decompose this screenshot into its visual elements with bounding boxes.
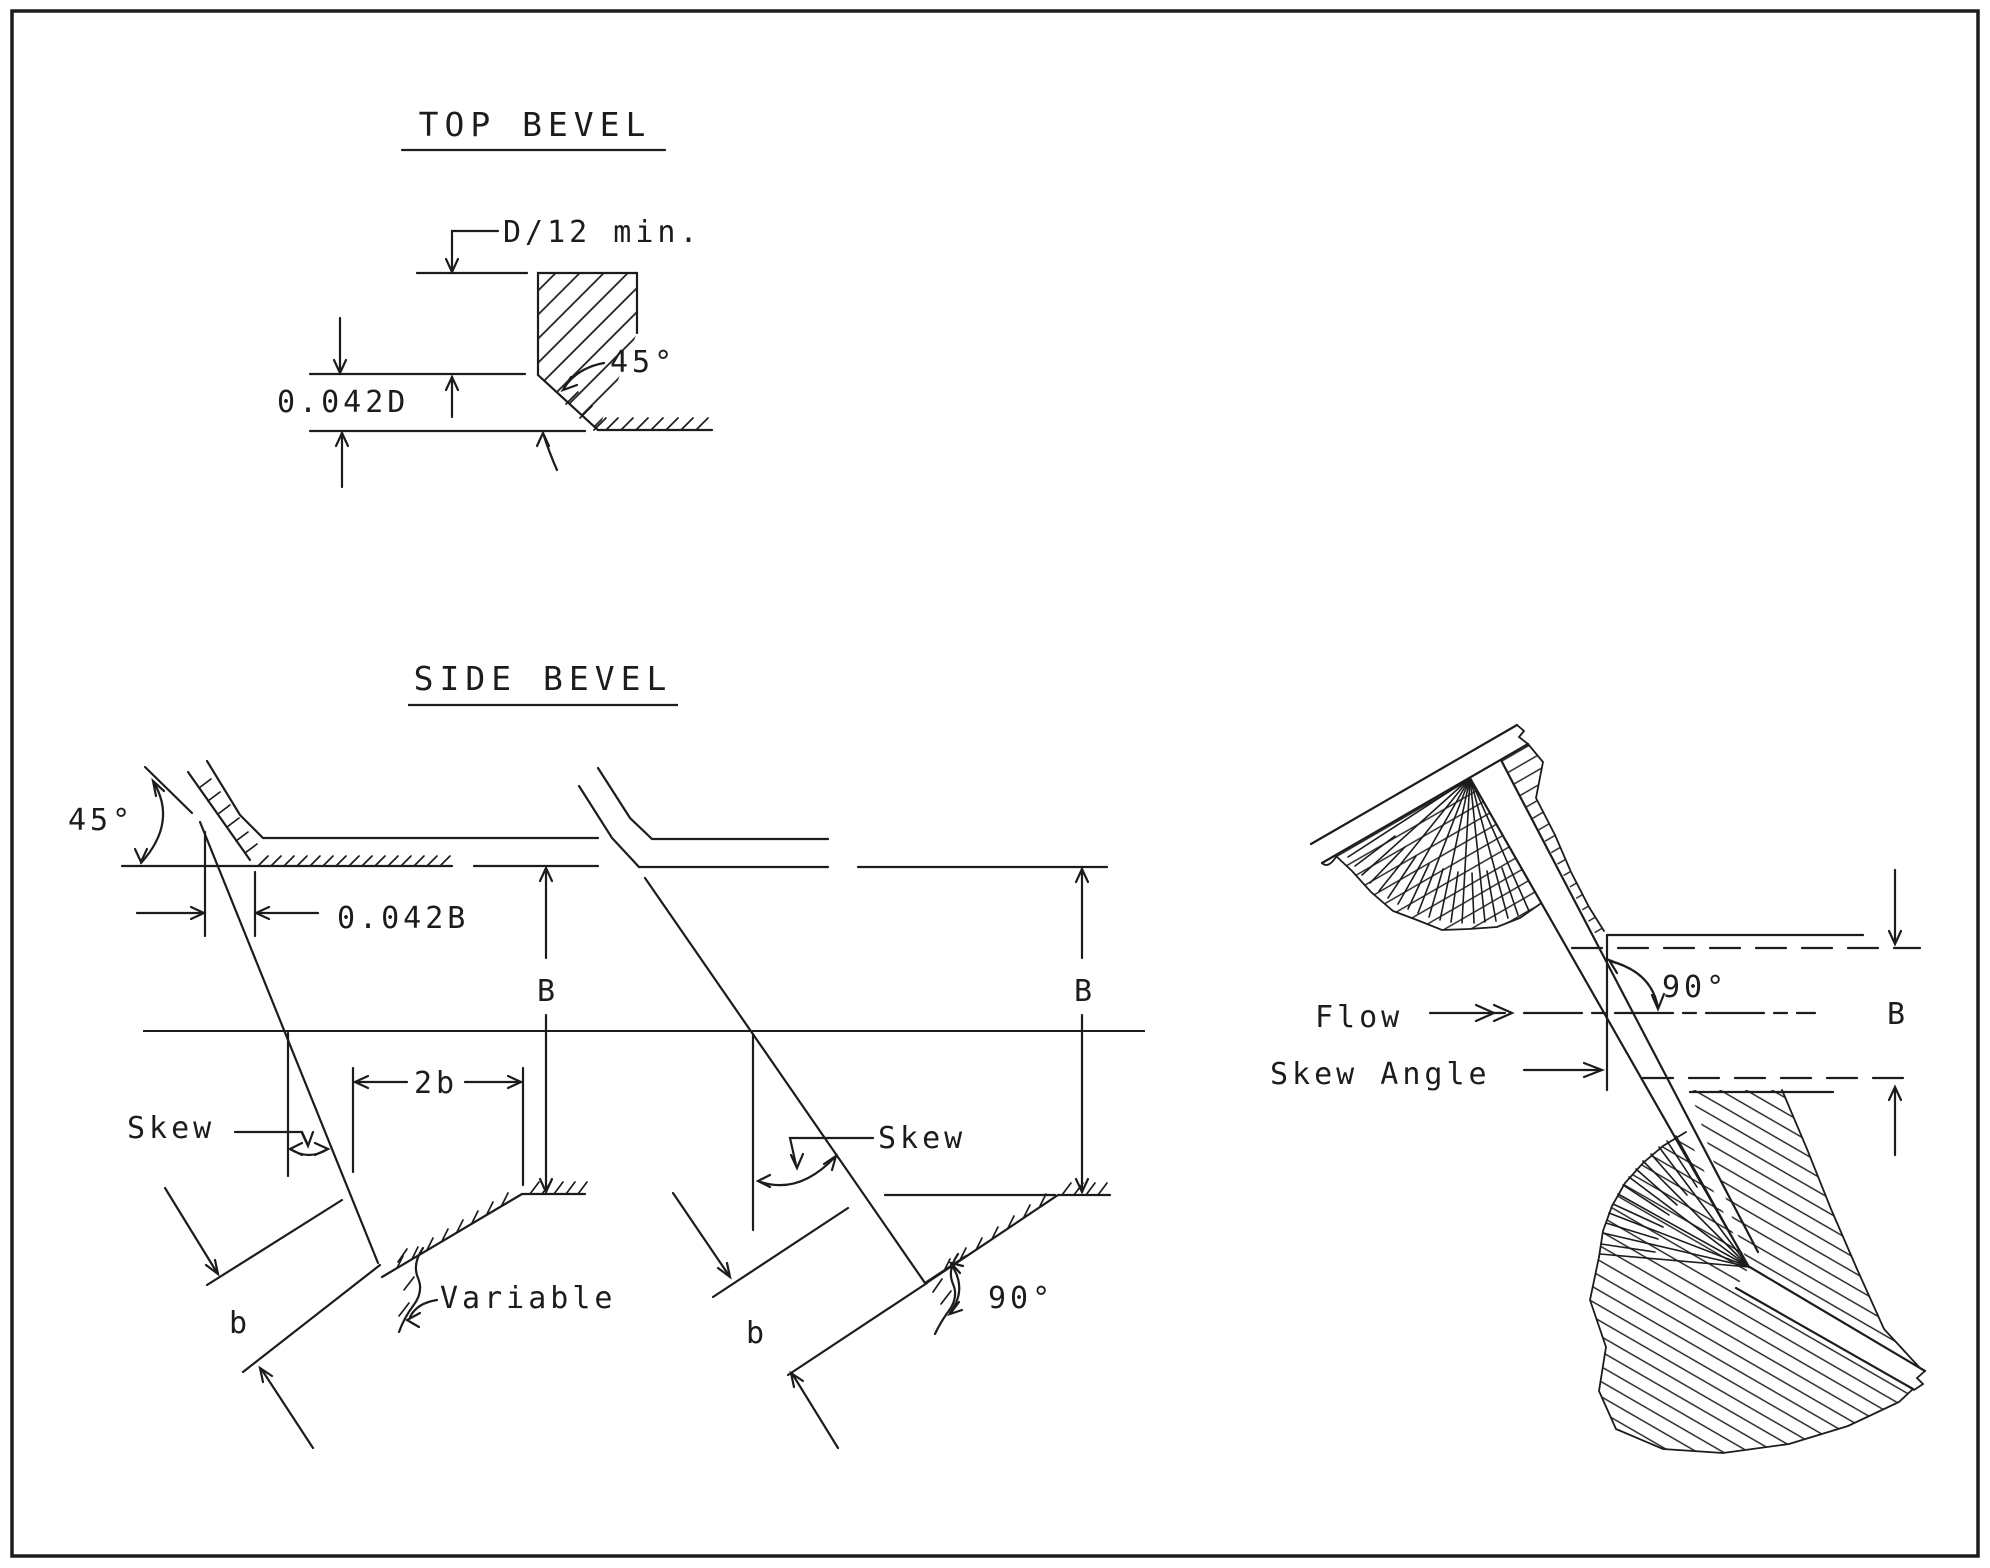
torn-edge — [1589, 1256, 1914, 1454]
left-b-label: b — [229, 1306, 251, 1341]
embankment-slope — [380, 1192, 587, 1279]
downstream-left-embankment — [1590, 1132, 1913, 1453]
arrow-up-icon — [538, 865, 554, 883]
arrow-icon — [716, 1261, 732, 1280]
arrow-icon — [258, 1365, 274, 1384]
arrow-down-icon — [332, 358, 348, 376]
arrow-down-icon — [133, 847, 149, 865]
barrel-wall-right — [1499, 758, 1760, 1254]
arrow-icon — [822, 1153, 838, 1172]
arrow-icon — [947, 1300, 964, 1317]
arrow-down-icon — [1650, 992, 1666, 1012]
arrow-up-icon — [334, 430, 350, 448]
barrel-wall-left — [1468, 776, 1751, 1269]
break-line — [933, 1252, 960, 1336]
left-skew-label: Skew — [127, 1111, 215, 1146]
arrow-icon — [404, 1311, 422, 1329]
arrow-left-icon — [755, 1173, 772, 1189]
arrow-left-icon — [253, 905, 271, 921]
flow-label: Flow — [1315, 1000, 1403, 1035]
skew-angle-label: Skew Angle — [1270, 1057, 1491, 1092]
torn-edge — [1781, 1089, 1920, 1368]
arrow-down-icon — [789, 1152, 805, 1171]
plan-span-label: B — [1887, 997, 1909, 1032]
torn-edge — [1527, 743, 1605, 932]
break-line — [397, 1246, 425, 1334]
arrow-icon — [204, 1258, 220, 1277]
bevel-and-ground-line — [536, 373, 714, 432]
block-outline — [536, 271, 639, 377]
slope-ticks — [943, 1182, 1108, 1272]
dim-0042b-label: 0.042B — [337, 901, 469, 936]
embankment-slope — [926, 1193, 1112, 1284]
plan-view: Flow Skew Angle 90° B — [1270, 723, 1927, 1454]
upstream-right-embankment — [1501, 744, 1604, 937]
ground-ticks — [257, 855, 451, 867]
arrow-icon — [947, 1261, 965, 1275]
upstream-headwall-outer — [1309, 723, 1519, 846]
arrow-left-icon — [352, 1074, 370, 1090]
variable-label: Variable — [440, 1281, 617, 1316]
arrow-right-icon — [189, 905, 207, 921]
side-bevel-heading: SIDE BEVEL — [408, 659, 678, 707]
dim-0042d-label: 0.042D — [277, 385, 409, 420]
upstream-left-embankment — [1322, 778, 1540, 930]
bevel-face-ticks — [198, 778, 258, 854]
downstream-right-embankment — [1690, 1090, 1919, 1367]
arrow-icon — [1606, 957, 1624, 975]
middle-90-label: 90° — [988, 1281, 1054, 1316]
torn-edge — [1516, 724, 1529, 745]
plan-90-label: 90° — [1662, 970, 1728, 1005]
arrow-icon — [151, 777, 166, 798]
arrow-right-icon — [313, 1141, 331, 1157]
downstream-headwall-inner — [1746, 1264, 1927, 1373]
arrow-up-icon — [1074, 866, 1090, 884]
arrow-up-icon — [1887, 1084, 1903, 1102]
arrow-icon — [560, 375, 579, 393]
arrow-right-icon — [506, 1074, 524, 1090]
arrow-right-icon — [1582, 1061, 1606, 1079]
square-cut-edge — [923, 1254, 968, 1285]
sheet-border — [10, 9, 1980, 1558]
arrow-up-icon — [535, 430, 551, 448]
middle-skew-label: Skew — [878, 1121, 966, 1156]
arrow-up-icon — [444, 374, 460, 392]
side-bevel-title: SIDE BEVEL — [414, 659, 673, 698]
upstream-headwall-inner — [1320, 742, 1530, 865]
arrow-down-icon — [300, 1130, 315, 1149]
top-bevel-detail: TOP BEVEL D/12 min. 0.042D 45° — [277, 105, 714, 489]
top-bevel-title: TOP BEVEL — [419, 105, 652, 144]
wedge-ticks — [932, 1278, 952, 1305]
arrow-right-icon — [1492, 1003, 1515, 1023]
arrow-down-icon — [1887, 929, 1903, 947]
upstream-fan-edge — [1335, 855, 1541, 931]
wedge-ticks — [397, 1248, 415, 1317]
left-angle-45-label: 45° — [68, 803, 134, 838]
ground-hatch-ticks — [565, 391, 709, 431]
upstream-wingwall-fan — [1347, 777, 1530, 924]
middle-b-label: b — [746, 1316, 768, 1351]
left-span-label: B — [537, 974, 559, 1009]
dim-d12-label: D/12 min. — [503, 215, 702, 250]
downstream-wingwall-fan — [1599, 1135, 1750, 1268]
downstream-headwall-outer — [1734, 1286, 1915, 1391]
arrow-icon — [789, 1370, 805, 1389]
arrow-down-icon — [1074, 1177, 1090, 1195]
left-elevation: 45° 0.042B B 2b Skew — [68, 759, 617, 1450]
torn-edge — [1321, 856, 1337, 866]
top-slab-line — [205, 759, 600, 840]
downstream-fan-edge — [1598, 1131, 1687, 1258]
slope-ticks — [396, 1181, 588, 1269]
middle-span-label: B — [1074, 974, 1096, 1009]
angle-45-label: 45° — [610, 345, 676, 380]
arrow-right-icon — [1474, 1003, 1497, 1023]
torn-edge — [1913, 1370, 1926, 1391]
bevel-face — [186, 770, 252, 862]
middle-elevation: Skew B 90° b — [577, 766, 1112, 1450]
arrow-left-icon — [287, 1141, 304, 1157]
skew-cut-line — [643, 876, 927, 1285]
dim-2b-label: 2b — [414, 1066, 458, 1101]
